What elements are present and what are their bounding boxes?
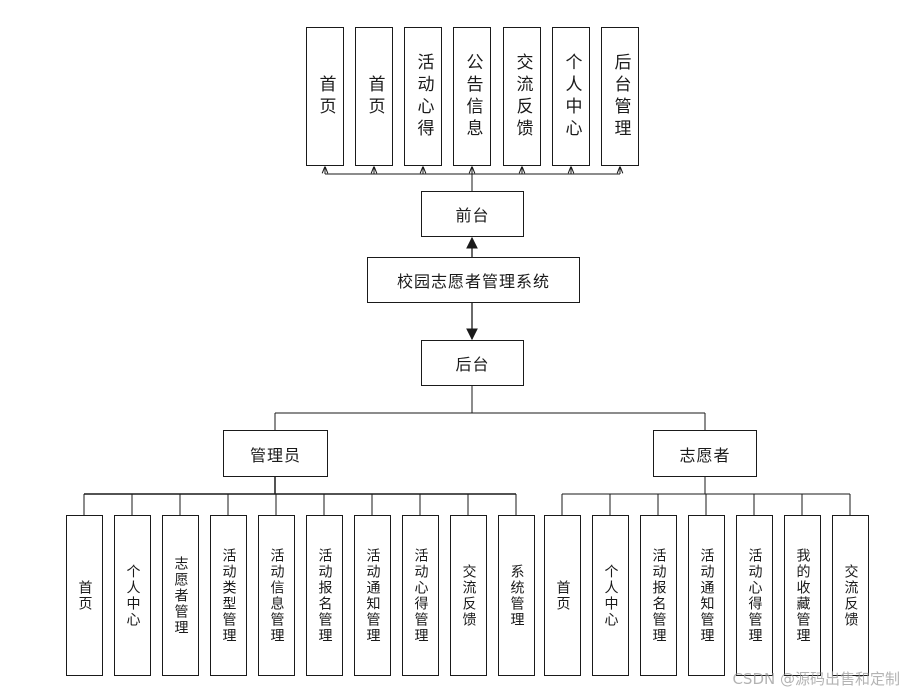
watermark: CSDN @源码出售和定制 (732, 670, 900, 688)
frontend-item-activity-insights: 活动心得 (404, 27, 442, 166)
admin-item-system-management: 系统管理 (498, 515, 535, 676)
frontend-item-announcements: 公告信息 (453, 27, 491, 166)
volunteer-item-activity-notice-management: 活动通知管理 (688, 515, 725, 676)
backend-box: 后台 (421, 340, 524, 386)
admin-item-activity-insights-management: 活动心得管理 (402, 515, 439, 676)
admin-item-activity-info-management: 活动信息管理 (258, 515, 295, 676)
volunteer-item-personal-center: 个人中心 (592, 515, 629, 676)
role-volunteer-box: 志愿者 (653, 430, 757, 477)
admin-item-activity-signup-management: 活动报名管理 (306, 515, 343, 676)
volunteer-item-activity-signup-management: 活动报名管理 (640, 515, 677, 676)
frontend-item-home-2: 首页 (355, 27, 393, 166)
role-admin-box: 管理员 (223, 430, 328, 477)
admin-item-volunteer-management: 志愿者管理 (162, 515, 199, 676)
volunteer-item-home: 首页 (544, 515, 581, 676)
system-box: 校园志愿者管理系统 (367, 257, 580, 303)
admin-item-activity-notice-management: 活动通知管理 (354, 515, 391, 676)
admin-item-personal-center: 个人中心 (114, 515, 151, 676)
volunteer-item-activity-insights-management: 活动心得管理 (736, 515, 773, 676)
admin-item-feedback: 交流反馈 (450, 515, 487, 676)
frontend-item-personal-center: 个人中心 (552, 27, 590, 166)
volunteer-item-favorites-management: 我的收藏管理 (784, 515, 821, 676)
frontend-item-admin-backend: 后台管理 (601, 27, 639, 166)
frontend-item-feedback: 交流反馈 (503, 27, 541, 166)
volunteer-item-feedback: 交流反馈 (832, 515, 869, 676)
admin-item-activity-type-management: 活动类型管理 (210, 515, 247, 676)
frontend-box: 前台 (421, 191, 524, 237)
frontend-item-home: 首页 (306, 27, 344, 166)
admin-item-home: 首页 (66, 515, 103, 676)
